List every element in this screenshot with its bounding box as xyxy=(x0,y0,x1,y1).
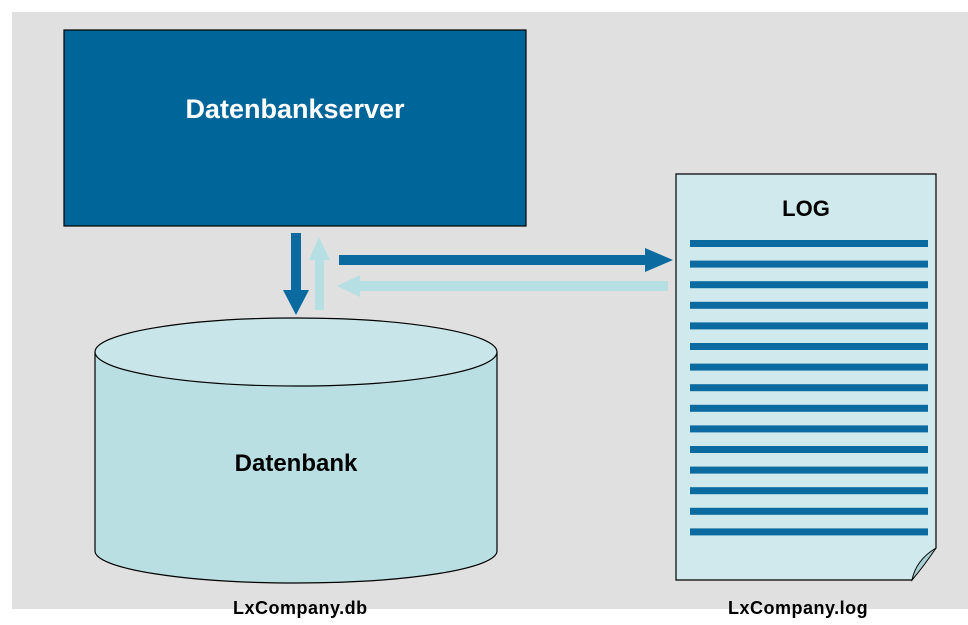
arrow-right-write-log xyxy=(339,248,673,272)
database-body xyxy=(94,352,498,584)
log-line xyxy=(690,363,928,371)
arrow-left-read-log xyxy=(337,275,668,297)
database-label: Datenbank xyxy=(234,450,358,477)
log-page-fold xyxy=(911,547,937,582)
log-line xyxy=(690,466,928,474)
log-line xyxy=(690,528,928,536)
arrow-down-write xyxy=(283,233,309,315)
log-caption: LxCompany.log xyxy=(728,598,869,618)
log-line xyxy=(690,322,928,330)
log-line xyxy=(690,507,928,515)
arrow-up-read xyxy=(309,237,330,310)
log-line xyxy=(690,281,928,289)
log-line xyxy=(690,425,928,433)
log-line xyxy=(690,487,928,495)
log-title: LOG xyxy=(782,196,830,221)
log-line xyxy=(690,260,928,268)
log-line xyxy=(690,343,928,350)
log-line xyxy=(690,240,928,247)
database-caption: LxCompany.db xyxy=(233,598,368,618)
server-box xyxy=(63,29,527,227)
database-cylinder xyxy=(94,317,498,584)
log-line xyxy=(690,384,928,392)
log-line xyxy=(690,404,928,412)
log-line xyxy=(690,446,928,453)
server-label: Datenbankserver xyxy=(185,94,405,124)
log-line xyxy=(690,301,928,309)
log-lines xyxy=(690,240,928,536)
log-document xyxy=(675,173,937,582)
database-top xyxy=(94,317,498,387)
log-page xyxy=(675,173,937,581)
